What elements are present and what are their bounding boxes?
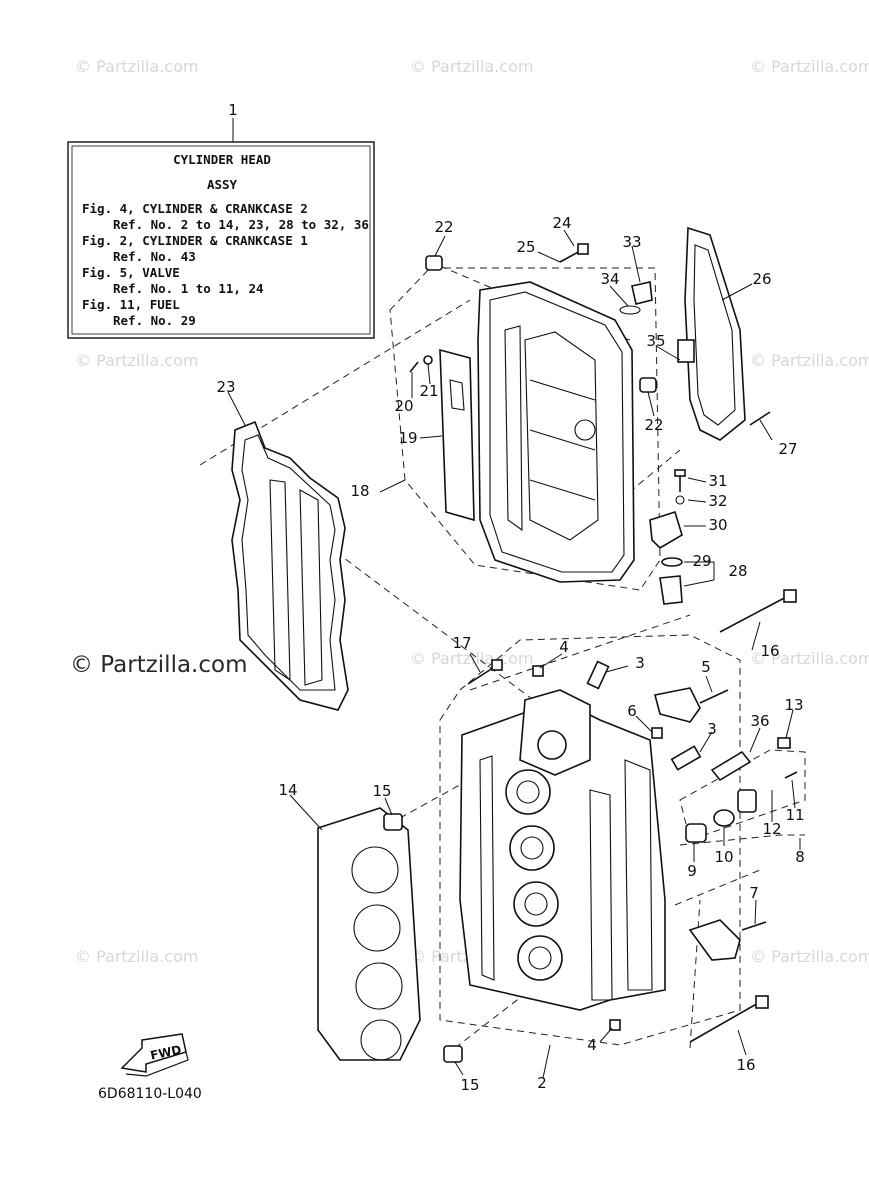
fwd-arrow-icon: FWD (120, 1033, 189, 1077)
callout-20: 20 (394, 397, 413, 415)
callout-9: 9 (687, 862, 697, 880)
diagram-code: 6D68110-L040 (98, 1086, 202, 1102)
callout-3-b: 3 (707, 720, 717, 738)
info-line: Fig. 2, CYLINDER & CRANKCASE 1 (82, 233, 308, 248)
callout-numbers: 1 22 24 25 33 34 26 35 21 20 22 27 23 19… (216, 101, 804, 1094)
info-line: Ref. No. 43 (113, 249, 196, 264)
callout-13: 13 (784, 696, 803, 714)
info-line: Ref. No. 2 to 14, 23, 28 to 32, 36 (113, 217, 369, 232)
watermark: © Partzilla.com (410, 649, 533, 668)
watermark: © Partzilla.com (750, 947, 869, 966)
callout-21: 21 (419, 382, 438, 400)
callout-18: 18 (350, 482, 369, 500)
small-parts (383, 243, 798, 1063)
callout-3: 3 (635, 654, 645, 672)
watermark: © Partzilla.com (75, 57, 198, 76)
callout-2: 2 (537, 1074, 547, 1092)
head-gasket (317, 807, 421, 1061)
callout-8: 8 (795, 848, 805, 866)
callout-6: 6 (627, 702, 637, 720)
callout-28: 28 (728, 562, 747, 580)
callout-25: 25 (516, 238, 535, 256)
callout-12: 12 (762, 820, 781, 838)
callout-16: 16 (760, 642, 779, 660)
callout-17: 17 (452, 634, 471, 652)
leader-lines (227, 229, 801, 1079)
watermark-large: © Partzilla.com (70, 652, 248, 678)
watermark: © Partzilla.com (750, 351, 869, 370)
callout-22: 22 (434, 218, 453, 236)
callout-4: 4 (559, 638, 569, 656)
callout-23: 23 (216, 378, 235, 396)
callout-31: 31 (708, 472, 727, 490)
callout-11: 11 (785, 806, 804, 824)
watermark: © Partzilla.com (75, 947, 198, 966)
callout-29: 29 (692, 552, 711, 570)
callout-34: 34 (600, 270, 619, 288)
callout-10: 10 (714, 848, 733, 866)
info-subtitle: ASSY (207, 177, 238, 192)
callout-26: 26 (752, 270, 771, 288)
callout-14: 14 (278, 781, 297, 799)
callout-5: 5 (701, 658, 711, 676)
callout-35: 35 (646, 332, 665, 350)
callout-27: 27 (778, 440, 797, 458)
watermark: © Partzilla.com (75, 351, 198, 370)
info-title: CYLINDER HEAD (173, 152, 271, 167)
callout-16-b: 16 (736, 1056, 755, 1074)
bracket (677, 226, 746, 441)
callout-30: 30 (708, 516, 727, 534)
info-line: Ref. No. 29 (113, 313, 196, 328)
valve-cover-gasket (231, 420, 349, 711)
watermark: © Partzilla.com (410, 57, 533, 76)
fwd-label: FWD (149, 1043, 183, 1063)
info-line: Fig. 4, CYLINDER & CRANKCASE 2 (82, 201, 308, 216)
callout-15-b: 15 (460, 1076, 479, 1094)
cover-plate (439, 348, 475, 522)
cylinder-head (459, 689, 666, 1011)
callout-22-b: 22 (644, 416, 663, 434)
callout-15: 15 (372, 782, 391, 800)
callout-4-b: 4 (587, 1036, 597, 1054)
info-line: Fig. 11, FUEL (82, 297, 180, 312)
assembly-info-box: CYLINDER HEAD ASSY Fig. 4, CYLINDER & CR… (67, 118, 375, 339)
info-line: Fig. 5, VALVE (82, 265, 180, 280)
callout-33: 33 (622, 233, 641, 251)
callout-7: 7 (749, 884, 759, 902)
callout-1: 1 (228, 101, 238, 119)
callout-32: 32 (708, 492, 727, 510)
valve-cover (477, 281, 635, 583)
watermark: © Partzilla.com (750, 649, 869, 668)
callout-19: 19 (398, 429, 417, 447)
callout-36: 36 (750, 712, 769, 730)
callout-24: 24 (552, 214, 571, 232)
info-line: Ref. No. 1 to 11, 24 (113, 281, 264, 296)
watermark: © Partzilla.com (750, 57, 869, 76)
